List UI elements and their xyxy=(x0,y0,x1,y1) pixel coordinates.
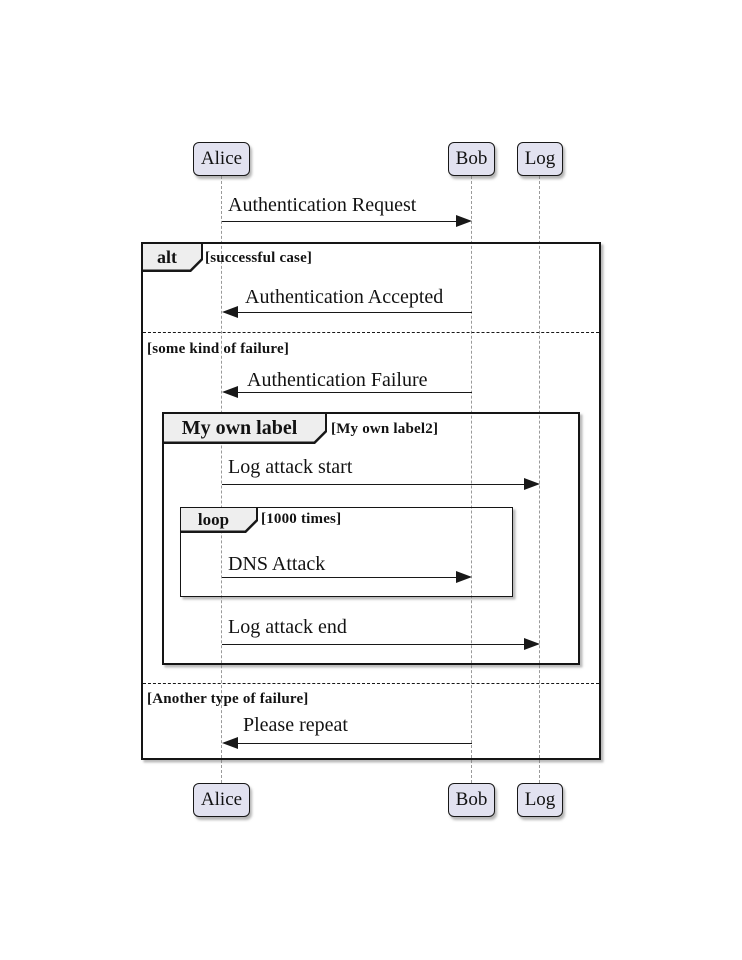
message-label-auth-failure: Authentication Failure xyxy=(247,369,428,391)
participant-log-bottom: Log xyxy=(517,783,563,817)
participant-alice-bottom: Alice xyxy=(193,783,250,817)
message-line-log-attack-end xyxy=(222,644,525,645)
message-label-auth-request: Authentication Request xyxy=(228,194,417,216)
alt-frame-label: alt xyxy=(157,246,177,267)
message-label-log-attack-end: Log attack end xyxy=(228,616,347,638)
message-line-log-attack-start xyxy=(222,484,525,485)
participant-log-top: Log xyxy=(517,142,563,176)
arrowhead-right-icon xyxy=(456,571,472,583)
alt-frame: alt [successful case] [some kind of fail… xyxy=(141,242,601,760)
alt-guard-successful-case: [successful case] xyxy=(205,250,313,266)
participant-bob-bottom: Bob xyxy=(448,783,495,817)
alt-divider-1 xyxy=(143,332,599,333)
arrowhead-left-icon xyxy=(222,386,238,398)
alt-frame-label-pentagon: alt xyxy=(143,244,203,272)
arrowhead-right-icon xyxy=(524,638,540,650)
arrowhead-left-icon xyxy=(222,306,238,318)
loop-frame-label: loop xyxy=(197,509,230,529)
lifeline-bob xyxy=(471,176,472,783)
my-own-label-guard: [My own label2] xyxy=(331,421,439,437)
message-line-auth-failure xyxy=(237,392,472,393)
participant-alice-top: Alice xyxy=(193,142,250,176)
arrowhead-right-icon xyxy=(456,215,472,227)
message-label-please-repeat: Please repeat xyxy=(243,714,348,736)
alt-guard-another-type-of-failure: [Another type of failure] xyxy=(147,691,309,707)
participant-bob-top: Bob xyxy=(448,142,495,176)
message-line-dns-attack xyxy=(222,577,458,578)
arrowhead-right-icon xyxy=(524,478,540,490)
lifeline-alice xyxy=(221,176,222,783)
loop-guard-1000-times: [1000 times] xyxy=(261,511,342,527)
my-own-label-pentagon: My own label xyxy=(164,414,327,444)
alt-divider-2 xyxy=(143,683,599,684)
message-label-log-attack-start: Log attack start xyxy=(228,456,353,478)
message-line-auth-request xyxy=(222,221,458,222)
my-own-label-frame: My own label [My own label2] xyxy=(162,412,580,665)
message-label-auth-accepted: Authentication Accepted xyxy=(245,286,444,308)
my-own-label-frame-label: My own label xyxy=(181,416,298,439)
loop-frame-label-pentagon: loop xyxy=(181,508,258,533)
message-label-dns-attack: DNS Attack xyxy=(228,553,326,575)
loop-frame: loop [1000 times] xyxy=(180,507,513,597)
message-line-auth-accepted xyxy=(237,312,472,313)
message-line-please-repeat xyxy=(237,743,472,744)
alt-guard-some-kind-of-failure: [some kind of failure] xyxy=(147,341,290,357)
arrowhead-left-icon xyxy=(222,737,238,749)
